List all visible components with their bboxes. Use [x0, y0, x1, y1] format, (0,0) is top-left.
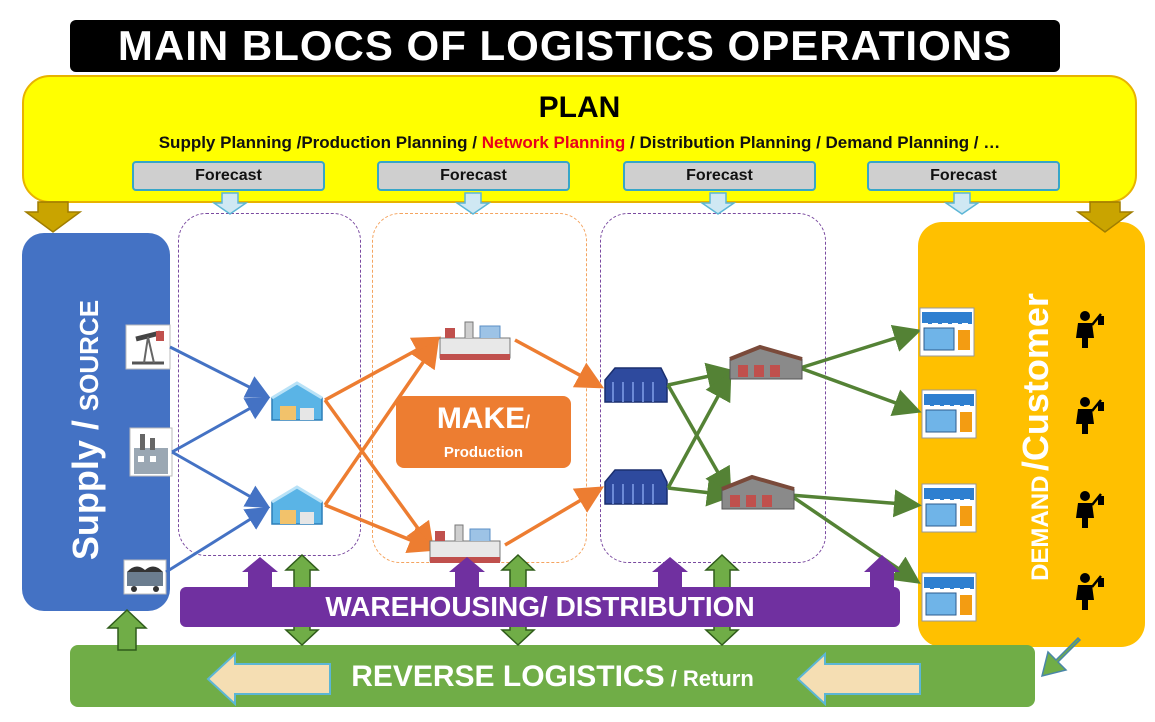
network-planning-highlight: Network Planning — [481, 133, 626, 152]
distribution-center-icon — [604, 469, 668, 505]
reverse-logistics-label: REVERSE LOGISTICS / Return — [70, 645, 1035, 714]
forecast-arrows — [211, 192, 981, 215]
demand-to-reverse-arrow — [1040, 636, 1082, 678]
make-subtitle: Production — [443, 444, 524, 461]
warehouse-icon — [270, 381, 324, 422]
store-icon — [921, 572, 977, 622]
make-block: MAKE/ Production — [396, 396, 571, 468]
plan-to-demand-arrow — [1075, 201, 1135, 233]
shopper-icon — [1074, 489, 1106, 530]
reverse-logistics-subtitle-overlay: / Return — [664, 666, 754, 691]
forecast-box: Forecast — [623, 161, 816, 191]
plan-title: PLAN — [538, 91, 621, 124]
plan-to-supply-arrow — [23, 201, 83, 233]
return-arrows — [206, 651, 921, 707]
store-icon — [919, 307, 975, 357]
forecast-box: Forecast — [377, 161, 570, 191]
reverse-logistics-title-overlay: REVERSE LOGISTICS — [351, 660, 665, 693]
factory-plant-icon — [129, 427, 173, 477]
factory-icon — [439, 321, 511, 361]
warehousing-up-arrows — [242, 555, 900, 587]
cross-dock-icon — [720, 475, 796, 511]
store-icon — [921, 483, 977, 533]
coal-wagon-icon — [123, 559, 167, 595]
warehouse-group-outline — [178, 213, 361, 556]
reverse-to-supply-arrow — [106, 608, 148, 651]
make-slash: / — [525, 412, 531, 432]
supply-block — [22, 233, 170, 611]
make-title: MAKE — [436, 402, 526, 435]
store-icon — [921, 389, 977, 439]
plan-items-text: Supply Planning /Production Planning / — [158, 133, 482, 152]
shopper-icon — [1074, 309, 1106, 350]
page-title: MAIN BLOCS OF LOGISTICS OPERATIONS — [70, 20, 1060, 72]
oil-pump-icon — [125, 324, 171, 370]
warehousing-distribution-block: WAREHOUSING/ DISTRIBUTION — [180, 587, 900, 627]
plan-items-text-end: / Distribution Planning / Demand Plannin… — [625, 133, 1001, 152]
factory-icon — [429, 524, 501, 564]
forecast-box: Forecast — [132, 161, 325, 191]
cross-dock-icon — [728, 345, 804, 381]
warehouse-icon — [270, 485, 324, 526]
forecast-box: Forecast — [867, 161, 1060, 191]
shopper-icon — [1074, 395, 1106, 436]
shopper-icon — [1074, 571, 1106, 612]
distribution-center-icon — [604, 367, 668, 403]
plan-items: Supply Planning /Production Planning / N… — [24, 133, 1135, 153]
